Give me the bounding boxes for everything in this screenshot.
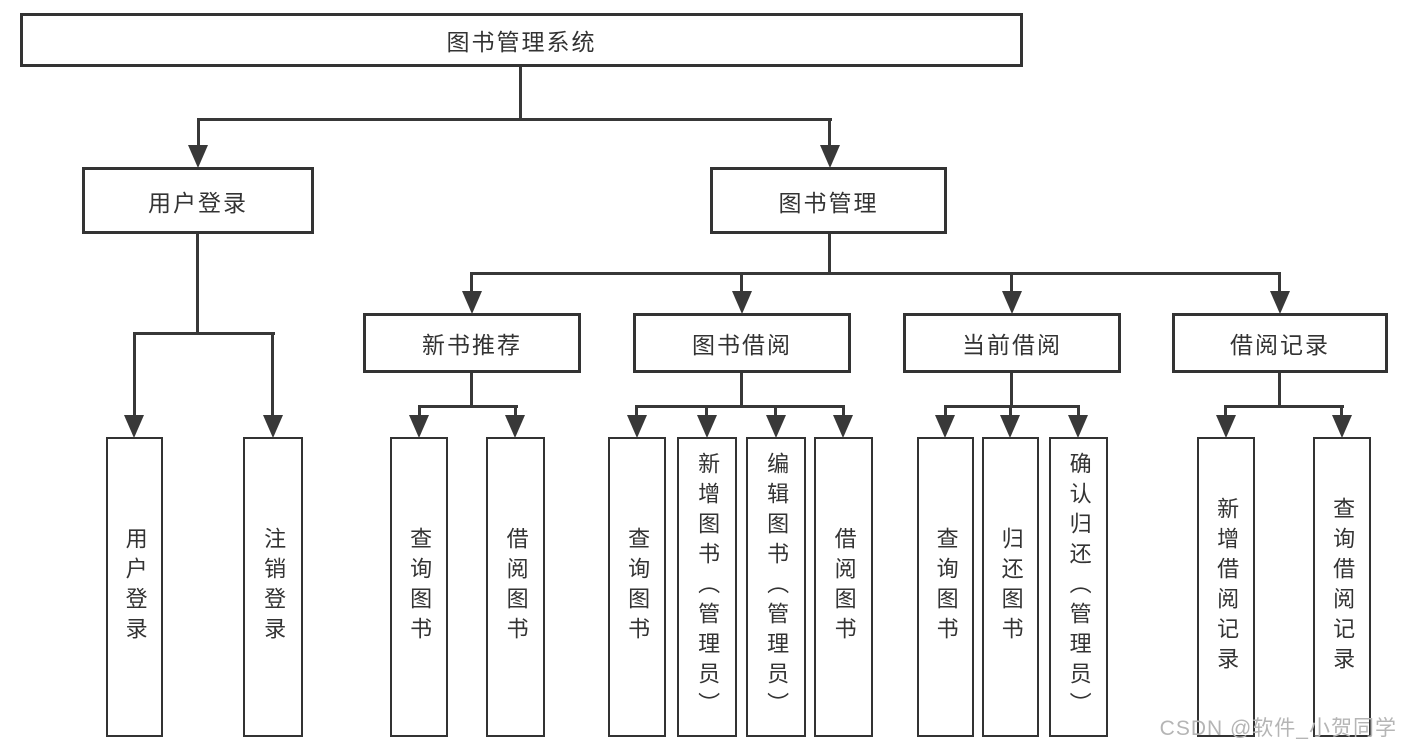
leaf-g1-borrow-books: 借阅图书: [486, 437, 545, 737]
connector-g3-stem-2: [1009, 405, 1012, 418]
arrow-to-book-mgmt: [820, 145, 840, 168]
connector-g1-stem: [470, 373, 473, 408]
leaf-logout: 注销登录: [243, 437, 303, 737]
node-borrow-records: 借阅记录: [1172, 313, 1388, 373]
node-user-login: 用户登录: [82, 167, 314, 234]
leaf-user-login-label: 用户登录: [122, 527, 148, 647]
node-new-book-rec: 新书推荐: [363, 313, 581, 373]
leaf-g3-return-books-label: 归还图书: [998, 527, 1024, 647]
arrow-g4-leaf-2: [1332, 415, 1352, 438]
leaf-g4-add-borrow-record: 新增借阅记录: [1197, 437, 1255, 737]
leaf-g2-add-books-admin: 新增图书（管理员）: [677, 437, 737, 737]
arrow-g3-leaf-3: [1068, 415, 1088, 438]
connector-g2-stem-1: [635, 405, 638, 418]
connector-g4-stem-2: [1340, 405, 1343, 418]
connector-stem-book-borrow: [740, 272, 743, 293]
connector-book-mgmt-stem: [828, 234, 831, 274]
connector-stem-user-login: [197, 118, 200, 147]
arrow-to-leaf-logout: [263, 415, 283, 438]
node-book-mgmt-label: 图书管理: [778, 189, 879, 216]
arrow-g2-leaf-2: [697, 415, 717, 438]
leaf-g2-query-books-label: 查询图书: [625, 527, 651, 647]
arrow-g1-leaf-2: [505, 415, 525, 438]
leaf-g3-confirm-return-admin-label: 确认归还（管理员）: [1066, 452, 1092, 722]
node-book-mgmt: 图书管理: [710, 167, 947, 234]
arrow-g2-leaf-1: [627, 415, 647, 438]
arrow-g3-leaf-2: [1000, 415, 1020, 438]
connector-stem-book-mgmt: [828, 118, 831, 147]
connector-g1-hbar: [418, 405, 518, 408]
connector-stem-new-book: [470, 272, 473, 293]
leaf-g3-return-books: 归还图书: [982, 437, 1039, 737]
connector-g2-hbar: [635, 405, 845, 408]
connector-g1-stem-2: [514, 405, 517, 418]
connector-g3-hbar: [944, 405, 1080, 408]
connector-g3-stem-1: [944, 405, 947, 418]
connector-g1-stem-1: [418, 405, 421, 418]
arrow-g1-leaf-1: [409, 415, 429, 438]
node-root-label: 图书管理系统: [446, 29, 597, 55]
leaf-g3-query-books: 查询图书: [917, 437, 974, 737]
arrow-to-user-login: [188, 145, 208, 168]
connector-g4-hbar: [1224, 405, 1344, 408]
node-current-borrow: 当前借阅: [903, 313, 1121, 373]
leaf-g2-borrow-books-label: 借阅图书: [831, 527, 857, 647]
arrow-to-current-borrow: [1002, 291, 1022, 314]
leaf-logout-label: 注销登录: [261, 527, 287, 647]
leaf-user-login: 用户登录: [106, 437, 163, 737]
node-new-book-rec-label: 新书推荐: [422, 332, 522, 358]
arrow-g2-leaf-4: [833, 415, 853, 438]
connector-g4-stem: [1278, 373, 1281, 408]
connector-g2-stem-3: [774, 405, 777, 418]
leaf-g4-query-borrow-record-label: 查询借阅记录: [1330, 497, 1356, 677]
leaf-g2-edit-books-admin: 编辑图书（管理员）: [746, 437, 806, 737]
connector-stem-leaf-login: [133, 332, 136, 417]
arrow-to-book-borrow: [732, 291, 752, 314]
connector-root-hbar: [197, 118, 832, 121]
leaf-g4-query-borrow-record: 查询借阅记录: [1313, 437, 1371, 737]
leaf-g2-query-books: 查询图书: [608, 437, 666, 737]
connector-root-stem: [519, 66, 522, 120]
connector-stem-current-borrow: [1010, 272, 1013, 293]
leaf-g2-add-books-admin-label: 新增图书（管理员）: [695, 452, 721, 722]
leaf-g1-query-books-label: 查询图书: [407, 527, 433, 647]
connector-g2-stem: [740, 373, 743, 408]
arrow-to-new-book: [462, 291, 482, 314]
connector-user-login-stem: [196, 234, 199, 334]
connector-g3-stem-3: [1077, 405, 1080, 418]
leaf-g1-query-books: 查询图书: [390, 437, 448, 737]
arrow-g2-leaf-3: [766, 415, 786, 438]
node-current-borrow-label: 当前借阅: [962, 332, 1062, 358]
leaf-g2-borrow-books: 借阅图书: [814, 437, 873, 737]
arrow-to-borrow-records: [1270, 291, 1290, 314]
node-book-borrow-label: 图书借阅: [692, 332, 792, 358]
leaf-g3-confirm-return-admin: 确认归还（管理员）: [1049, 437, 1108, 737]
connector-g4-stem-1: [1224, 405, 1227, 418]
arrow-g4-leaf-1: [1216, 415, 1236, 438]
connector-g3-stem: [1010, 373, 1013, 408]
connector-g2-stem-2: [705, 405, 708, 418]
connector-stem-leaf-logout: [271, 332, 274, 417]
connector-book-mgmt-hbar: [471, 272, 1281, 275]
leaf-g4-add-borrow-record-label: 新增借阅记录: [1214, 497, 1240, 677]
leaf-g3-query-books-label: 查询图书: [933, 527, 959, 647]
connector-g2-stem-4: [842, 405, 845, 418]
leaf-g2-edit-books-admin-label: 编辑图书（管理员）: [764, 452, 790, 722]
arrow-to-leaf-login: [124, 415, 144, 438]
node-user-login-label: 用户登录: [148, 189, 248, 216]
arrow-g3-leaf-1: [935, 415, 955, 438]
connector-user-login-hbar: [133, 332, 275, 335]
node-borrow-records-label: 借阅记录: [1230, 332, 1330, 358]
connector-stem-borrow-records: [1278, 272, 1281, 293]
node-root: 图书管理系统: [20, 13, 1023, 67]
leaf-g1-borrow-books-label: 借阅图书: [503, 527, 529, 647]
node-book-borrow: 图书借阅: [633, 313, 851, 373]
